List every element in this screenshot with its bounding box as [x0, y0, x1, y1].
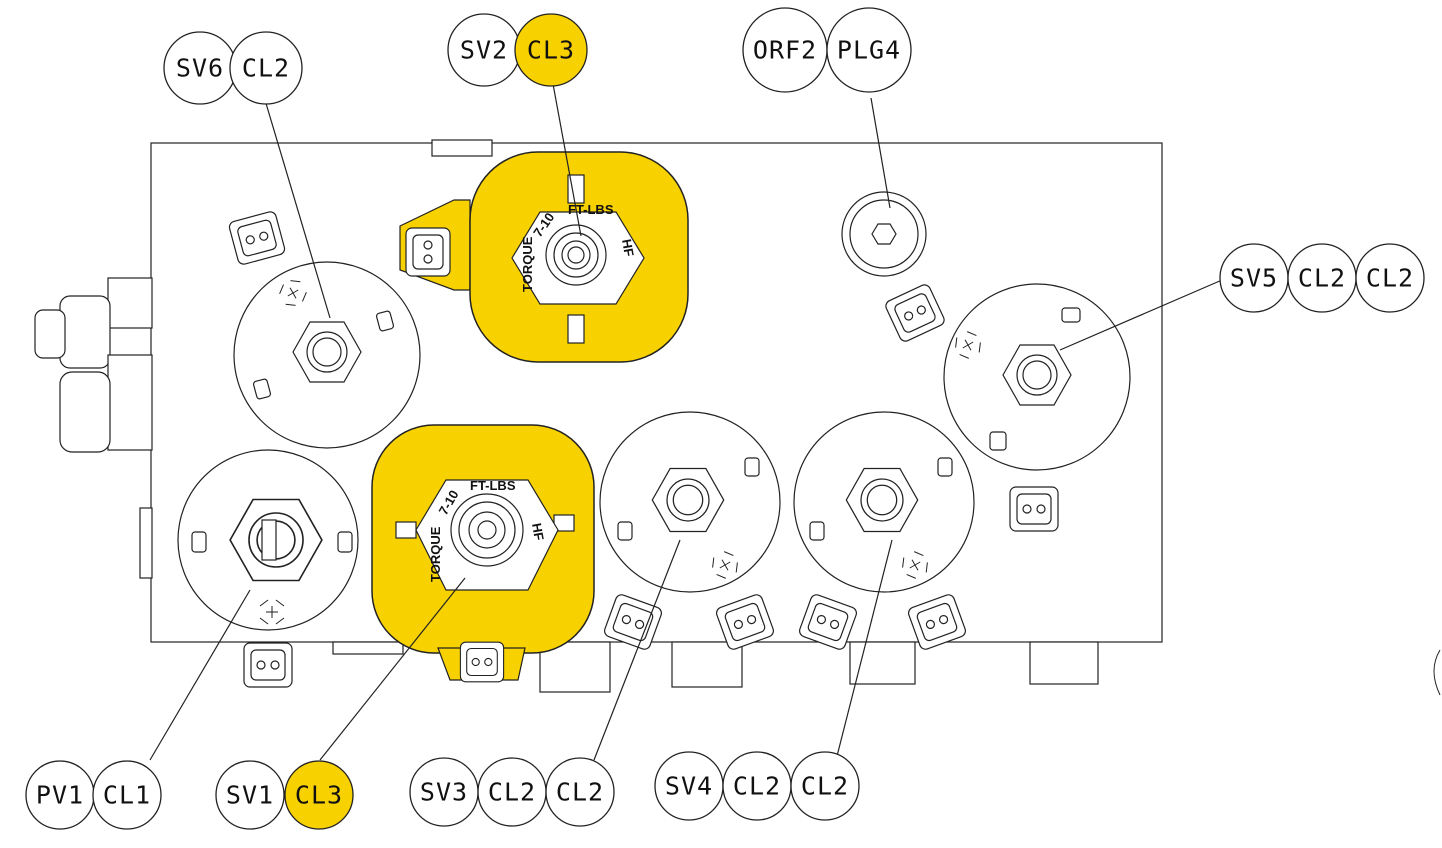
bubble-text-sv1-1: CL3 [295, 781, 343, 810]
callout-sv4: SV4 CL2 CL2 [654, 751, 860, 821]
bubble-sv4-2 [790, 751, 860, 821]
bubble-sv5-2 [1355, 243, 1425, 313]
bubble-text-sv4-0: SV4 [665, 772, 713, 801]
sv2-torque-units: FT-LBS [568, 202, 614, 217]
sv1-torque-units: FT-LBS [470, 478, 516, 493]
bubble-text-pv1-0: PV1 [36, 781, 84, 810]
bubble-text-sv4-1: CL2 [733, 772, 781, 801]
bubble-text-sv6-0: SV6 [176, 54, 224, 83]
bubble-text-sv6-1: CL2 [242, 54, 290, 83]
bubble-text-sv5-2: CL2 [1366, 264, 1414, 293]
bubble-text-orf2-1: PLG4 [837, 36, 901, 65]
leader-lines [149, 83, 1223, 761]
bubble-sv1-1-highlight [284, 760, 354, 830]
pv1-valve [177, 449, 359, 688]
sv3-valve [599, 411, 781, 652]
sv5-valve [883, 282, 1131, 532]
top-plug [431, 139, 493, 157]
callout-sv3: SV3 CL2 CL2 [409, 757, 615, 827]
bubble-text-sv3-1: CL2 [488, 778, 536, 807]
bubble-text-sv3-2: CL2 [556, 778, 604, 807]
bubble-sv6-1 [229, 31, 303, 105]
left-port-fittings [34, 277, 153, 579]
sv1-hf-label: HF [529, 522, 547, 542]
bubble-sv2-1-highlight [514, 13, 588, 87]
edge-fragment [1433, 649, 1441, 696]
bubble-text-sv2-1: CL3 [527, 36, 575, 65]
bubble-sv3-2 [545, 757, 615, 827]
bottom-plugs [332, 641, 1099, 693]
orf2-plug [841, 191, 927, 277]
bubble-text-sv1-0: SV1 [226, 781, 274, 810]
bubble-pv1-1 [92, 760, 162, 830]
bubble-text-sv3-0: SV3 [420, 778, 468, 807]
bubble-text-sv2-0: SV2 [460, 36, 508, 65]
bubble-text-sv5-1: CL2 [1298, 264, 1346, 293]
sv6-valve [227, 209, 421, 449]
callout-pv1: PV1 CL1 [25, 760, 162, 830]
sv2-coil-highlighted: TORQUE 7-10 FT-LBS HF [399, 151, 689, 363]
bubble-orf2-1 [826, 7, 912, 93]
bubble-text-orf2-0: ORF2 [753, 36, 817, 65]
callout-orf2: ORF2 PLG4 [742, 7, 912, 93]
sv2-hf-label: HF [619, 238, 637, 258]
sv2-torque-label: TORQUE [520, 236, 535, 292]
callout-sv2: SV2 CL3 [447, 13, 588, 87]
sv4-valve [793, 411, 975, 652]
callout-sv5: SV5 CL2 CL2 [1219, 243, 1425, 313]
bubble-sv1-0 [215, 760, 285, 830]
sv1-coil-highlighted: TORQUE 7-10 FT-LBS HF [371, 424, 595, 683]
callout-sv6: SV6 CL2 [163, 31, 303, 105]
bubble-text-sv5-0: SV5 [1230, 264, 1278, 293]
bubble-text-sv4-2: CL2 [801, 772, 849, 801]
bubble-text-pv1-1: CL1 [103, 781, 151, 810]
callout-sv1: SV1 CL3 [215, 760, 354, 830]
sv1-torque-label: TORQUE [428, 526, 443, 582]
